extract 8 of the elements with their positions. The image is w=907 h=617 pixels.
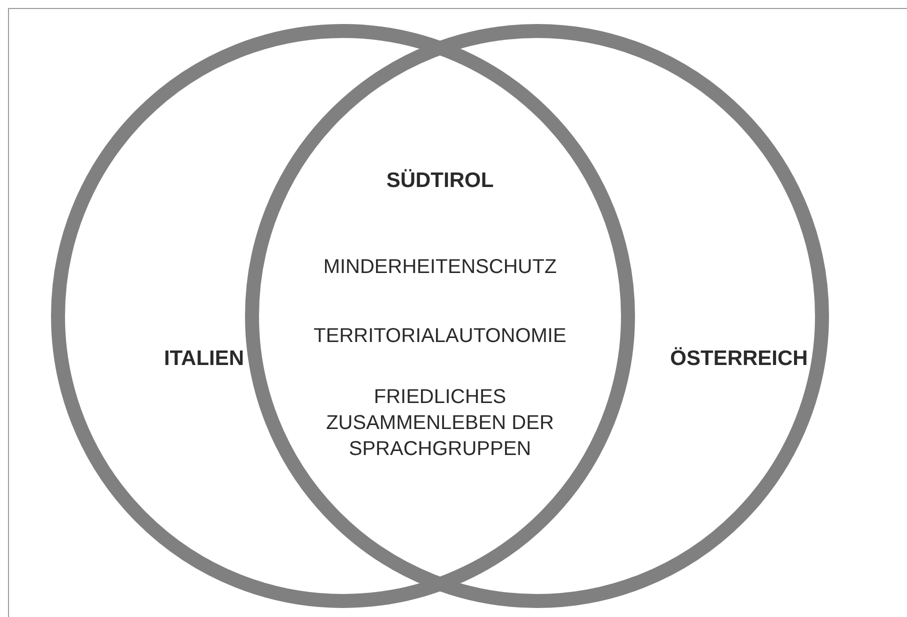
overlap-item: FRIEDLICHES ZUSAMMENLEBEN DER SPRACHGRUPPEN — [325, 385, 555, 462]
overlap-item: TERRITORIALAUTONOMIE — [314, 324, 566, 349]
circle — [245, 24, 829, 608]
overlap-item: MINDERHEITENSCHUTZ — [323, 255, 557, 280]
circle — [51, 24, 635, 608]
overlap-heading: SÜDTIROL — [386, 168, 494, 194]
circle-label: ÖSTERREICH — [670, 346, 808, 372]
circle-label: ITALIEN — [164, 346, 244, 372]
